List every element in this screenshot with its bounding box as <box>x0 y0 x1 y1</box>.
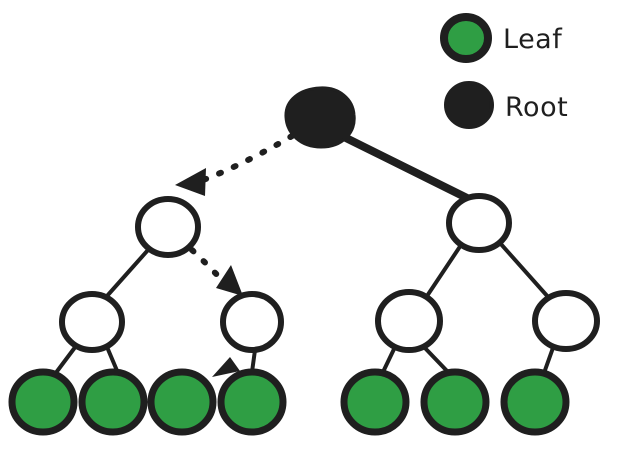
leaf-node-3[interactable] <box>147 368 217 436</box>
edge-root-to-right-child <box>338 132 473 203</box>
traversal-arrow-root-to-left <box>200 133 295 183</box>
node-internal-left-1[interactable] <box>135 196 201 258</box>
leaf-node-1[interactable] <box>8 368 78 436</box>
edge-right-to-right-right <box>498 241 551 300</box>
edge-lr-to-leaf-4 <box>250 348 257 374</box>
internal-node-shape <box>220 291 284 353</box>
leaf-node-7[interactable] <box>500 368 570 436</box>
legend-root-swatch-icon <box>444 81 494 129</box>
legend: Leaf Root <box>440 13 568 129</box>
node-internal-right-left-2[interactable] <box>375 289 443 353</box>
tree-edges <box>53 132 556 376</box>
root-node-shape <box>284 86 356 149</box>
node-internal-left-right-2[interactable] <box>220 291 284 353</box>
leaf-node-2[interactable] <box>78 368 148 436</box>
arrowhead-root-to-left-icon <box>175 168 206 196</box>
edge-right-to-right-left <box>425 243 463 298</box>
node-root[interactable] <box>284 86 356 149</box>
legend-item-root[interactable]: Root <box>444 81 568 129</box>
leaf-node-4[interactable] <box>217 368 287 436</box>
legend-item-leaf[interactable]: Leaf <box>440 13 563 63</box>
leaf-node-5[interactable] <box>340 368 410 436</box>
legend-leaf-swatch-icon <box>440 13 492 63</box>
node-internal-left-left-2[interactable] <box>59 291 125 353</box>
internal-node-shape <box>446 193 512 253</box>
edge-left-to-left-left <box>105 248 150 298</box>
node-internal-right-1[interactable] <box>446 193 512 253</box>
node-internal-right-right-2[interactable] <box>532 290 600 352</box>
edge-rl-to-leaf-6 <box>422 345 450 374</box>
internal-node-shape <box>135 196 201 258</box>
edge-ll-to-leaf-1 <box>53 344 78 376</box>
internal-node-shape <box>59 291 125 353</box>
leaf-node-6[interactable] <box>420 368 490 436</box>
arrowhead-left-to-lower-right-icon <box>216 265 243 296</box>
leaf-nodes <box>8 368 570 436</box>
internal-node-shape <box>532 290 600 352</box>
edge-rr-to-leaf-7 <box>542 343 556 375</box>
legend-root-label: Root <box>505 92 568 123</box>
legend-leaf-label: Leaf <box>503 24 563 55</box>
arrowhead-lr-to-leaf-3-icon <box>212 357 240 377</box>
edge-rl-to-leaf-5 <box>381 345 397 374</box>
traversal-arrows <box>175 133 295 377</box>
internal-node-shape <box>375 289 443 353</box>
